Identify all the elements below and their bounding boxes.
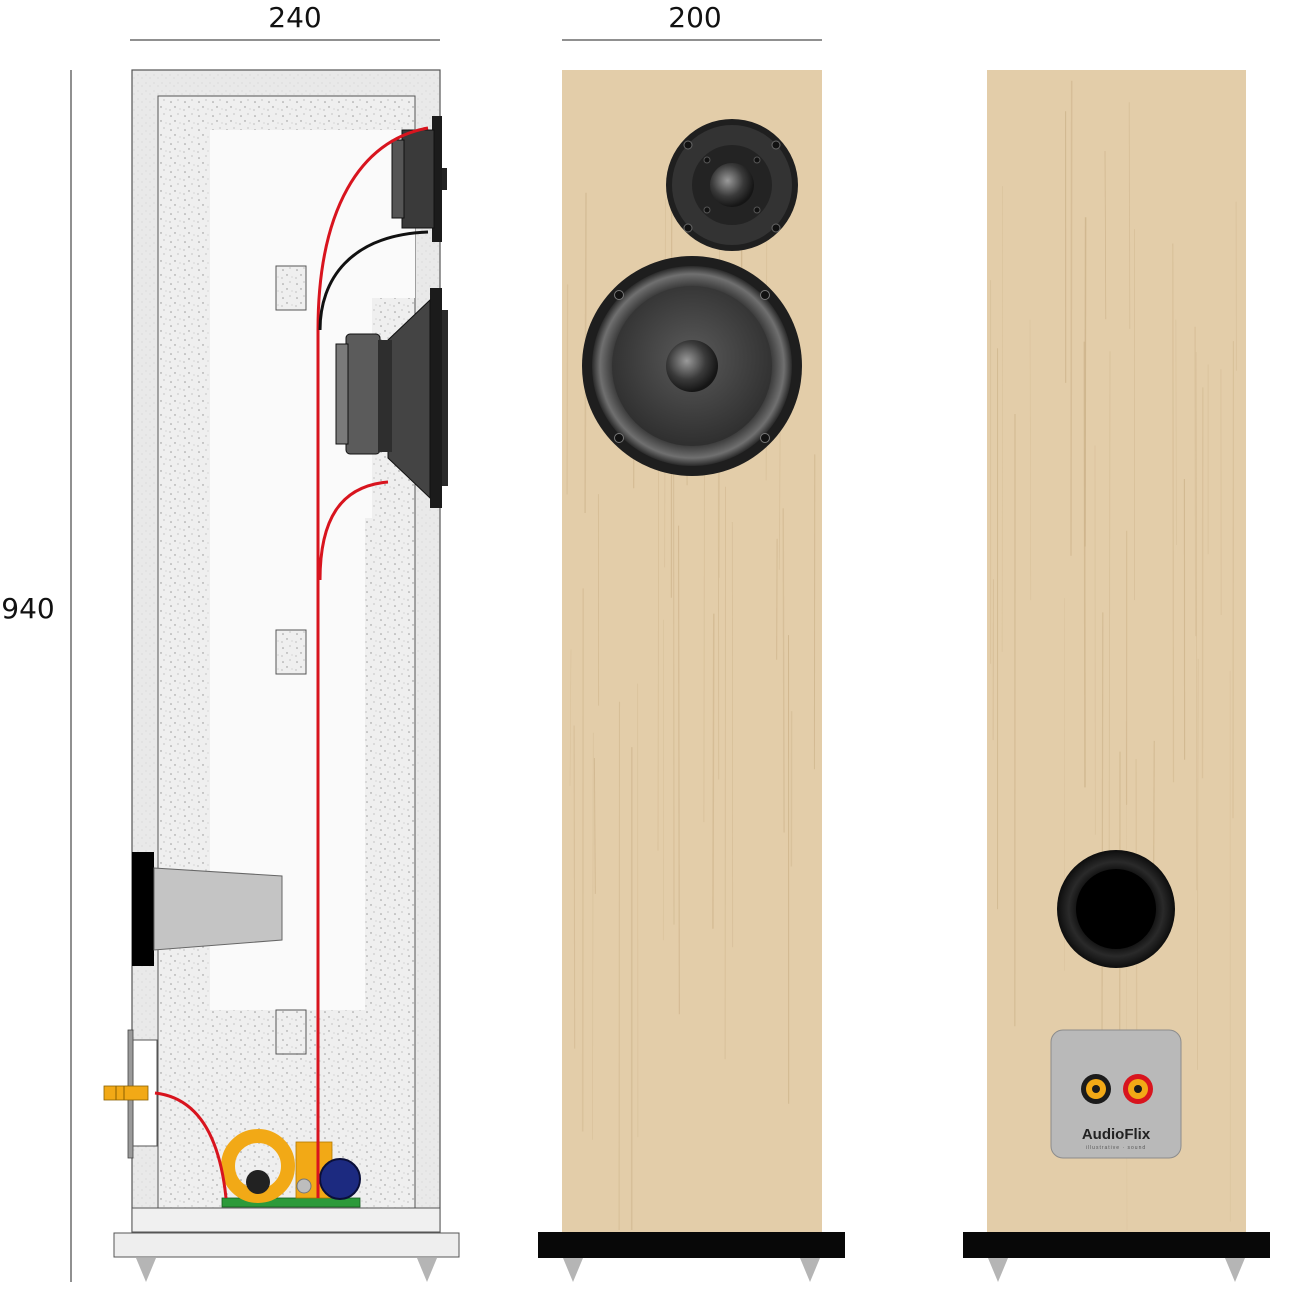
- pcb: [221, 1197, 361, 1208]
- woofer-icon: [582, 256, 802, 476]
- input-wire: [154, 1091, 228, 1199]
- spike-icon: [800, 1258, 820, 1282]
- dimension-height: 940: [1, 70, 72, 1282]
- port-opening: [132, 852, 154, 966]
- spike-icon: [988, 1258, 1008, 1282]
- binding-post-icon: [103, 1085, 149, 1101]
- wood-grain-line: [593, 757, 596, 894]
- dimension-depth: 240: [130, 1, 440, 41]
- wood-grain-line: [591, 732, 594, 1140]
- terminal-panel: AudioFlix illustrative · sound: [1050, 1029, 1182, 1159]
- wood-grain-line: [1195, 352, 1198, 891]
- wood-grain-line: [712, 613, 715, 929]
- wood-grain-line: [678, 525, 680, 1015]
- dimension-width: 200: [562, 1, 822, 41]
- dimension-width-label: 200: [668, 1, 721, 34]
- wood-grain-line: [1108, 351, 1111, 909]
- cross-section-view: [103, 69, 460, 1282]
- tweeter-side-icon: [391, 116, 447, 242]
- wood-grain-line: [782, 508, 785, 833]
- inductor-icon: [221, 1129, 295, 1203]
- crossover-board: [221, 1129, 361, 1208]
- plinth: [113, 1232, 460, 1258]
- wood-grain-line: [1070, 80, 1073, 556]
- spike-icon: [136, 1258, 156, 1282]
- tweeter-icon: [666, 119, 798, 251]
- capacitor-icon: [246, 1170, 270, 1194]
- wood-grain-line: [778, 432, 781, 570]
- wood-grain-line: [569, 649, 572, 786]
- back-view: AudioFlix illustrative · sound: [963, 70, 1270, 1282]
- back-plinth: [963, 1232, 1270, 1258]
- wood-grain-line: [566, 284, 569, 495]
- dimension-height-label: 940: [1, 592, 54, 625]
- front-plinth: [538, 1232, 845, 1258]
- spike-icon: [1225, 1258, 1245, 1282]
- spike-icon: [563, 1258, 583, 1282]
- wood-grain-line: [1197, 658, 1199, 1070]
- wood-grain-line: [731, 521, 734, 948]
- tweeter-wire-positive: [316, 126, 429, 1198]
- electrolytic-capacitor-icon: [319, 1158, 361, 1200]
- front-view: [538, 70, 845, 1282]
- wood-grain-line: [1001, 186, 1003, 652]
- terminal-negative-icon: [1081, 1074, 1111, 1104]
- brace: [275, 265, 307, 311]
- wood-grain-line: [1029, 319, 1032, 601]
- wood-grain-line: [1172, 243, 1175, 783]
- spike-icon: [417, 1258, 437, 1282]
- wood-grain-line: [657, 419, 659, 851]
- woofer-wire: [318, 480, 389, 581]
- brand-tagline: illustrative · sound: [1086, 1145, 1146, 1151]
- wood-grain-line: [1104, 150, 1107, 320]
- brace: [275, 629, 307, 675]
- wood-grain-line: [573, 725, 576, 1049]
- resistor-icon: [296, 1178, 312, 1194]
- woofer-side-icon: [335, 288, 448, 508]
- tweeter-wire-negative: [318, 230, 429, 331]
- bottom-panel: [131, 1207, 441, 1233]
- wood-grain-line: [1194, 326, 1197, 637]
- wood-grain-line: [581, 588, 584, 1132]
- terminal-positive-icon: [1123, 1074, 1153, 1104]
- brand-logo: AudioFlix: [1082, 1126, 1151, 1143]
- wood-grain-line: [1128, 102, 1131, 329]
- brace: [275, 1009, 307, 1055]
- port-tube: [153, 867, 283, 951]
- wood-grain-line: [1084, 217, 1087, 547]
- bass-port-icon: [1057, 850, 1175, 968]
- dimension-depth-label: 240: [268, 1, 321, 34]
